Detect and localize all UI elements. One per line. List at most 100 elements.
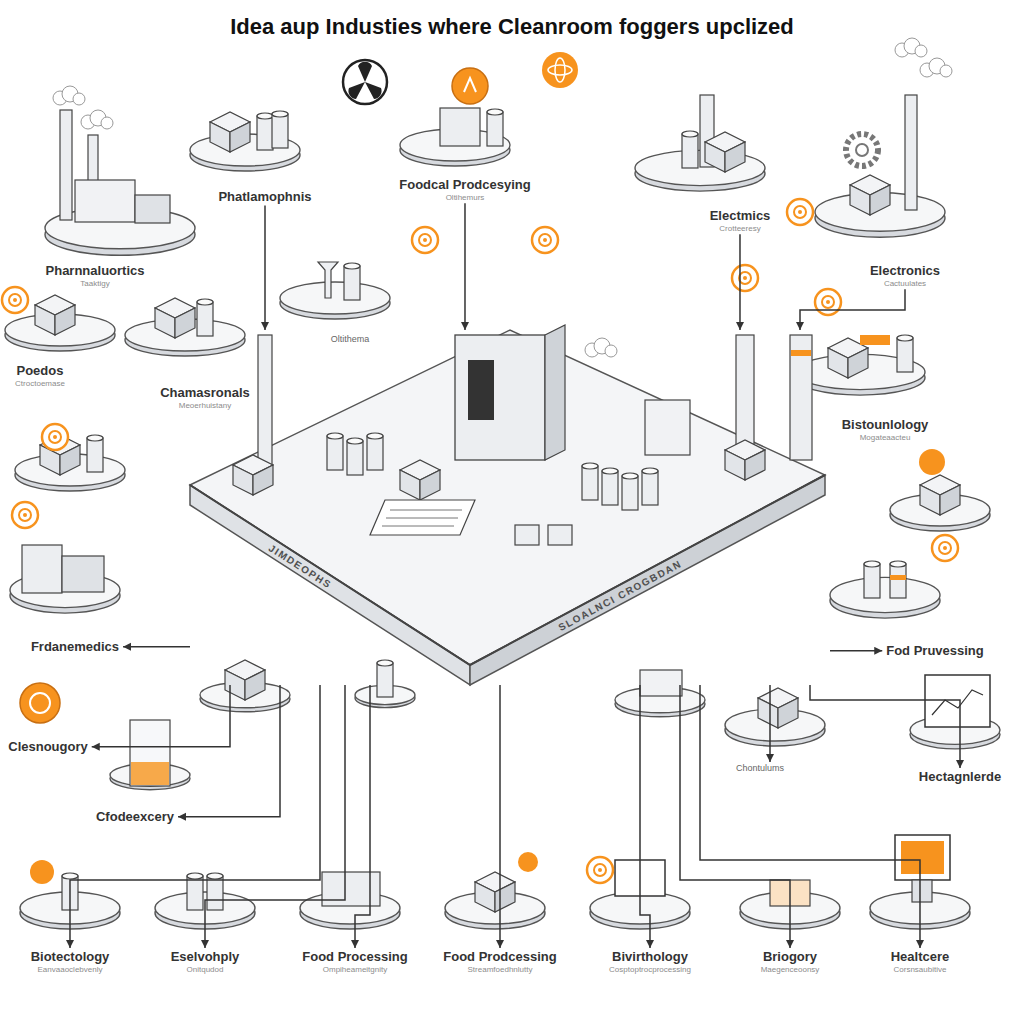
- tank: [257, 113, 273, 150]
- tank: [864, 561, 880, 598]
- platform-edge: [190, 475, 825, 665]
- node-subtitle: Cactuulates: [870, 279, 940, 289]
- chart-monitor: [925, 675, 990, 727]
- node-subtitle: Ctroctoemase: [15, 379, 65, 389]
- platform-outline: [190, 330, 830, 685]
- fan-icon: [343, 60, 387, 104]
- machine-block: [210, 112, 250, 152]
- connector: [830, 650, 882, 652]
- diagram-title: Idea aup Industies where Cleanroom fogge…: [0, 14, 1024, 40]
- node-title: Oltithema: [331, 334, 370, 345]
- disc: [830, 577, 940, 618]
- tower-side: [545, 325, 565, 460]
- industry-label: Oltithema: [327, 333, 374, 346]
- tall-tank: [736, 335, 754, 445]
- tank: [187, 873, 203, 910]
- industry-label: Frdanemedics: [27, 638, 123, 656]
- machine-block: [233, 455, 273, 495]
- tower: [455, 335, 545, 460]
- industry-label: Food ProdcessingStreamfoedhnlutty: [439, 948, 560, 975]
- node-title: Electmics: [710, 208, 771, 224]
- industry-label: ChamasronalsMeoerhuistany: [156, 384, 254, 411]
- tank: [602, 468, 618, 505]
- node-title: Foodcal Prodcesying: [399, 177, 530, 193]
- tank: [197, 299, 213, 336]
- node-title: Bistounlology: [842, 417, 929, 433]
- node-title: Chamasronals: [160, 385, 250, 401]
- laptop: [640, 670, 682, 696]
- orange-stripe: [791, 350, 811, 356]
- node-subtitle: Maegenceoonsy: [761, 965, 820, 975]
- node-title: Food Prodcessing: [443, 949, 556, 965]
- connector: [70, 685, 320, 948]
- chimney: [905, 95, 917, 210]
- flask: [318, 262, 338, 298]
- platform-side: [470, 475, 825, 685]
- orange-badge: [787, 199, 813, 225]
- connector: [700, 685, 920, 948]
- orange-badge: [532, 227, 558, 253]
- lamp-stand: [440, 108, 480, 146]
- connector: [680, 685, 790, 948]
- tank: [207, 873, 223, 910]
- tank: [682, 131, 698, 168]
- smoke-puff: [895, 38, 927, 57]
- disc: [280, 282, 390, 319]
- node-title: Eselvohply: [171, 949, 240, 965]
- platform-label: SLOALNCI CROGBDAN: [557, 557, 684, 632]
- tank: [377, 660, 393, 697]
- gear-hub: [856, 144, 868, 156]
- orange-screen: [901, 841, 944, 874]
- connector: [123, 646, 190, 648]
- tank: [622, 473, 638, 510]
- machine-block: [225, 660, 265, 700]
- atom-orbit: [548, 65, 572, 75]
- orange-liquid: [131, 762, 169, 785]
- orange-badge: [919, 449, 945, 475]
- machine-block: [705, 132, 745, 172]
- industry-label: Chontulums: [732, 762, 788, 775]
- chimney: [60, 110, 72, 220]
- orange-badge: [30, 860, 54, 884]
- node-title: Healtcere: [891, 949, 950, 965]
- orange-badge: [587, 857, 613, 883]
- globe-mark: [30, 693, 50, 713]
- bulb-filament: [464, 78, 476, 92]
- node-title: Cfodeexcery: [96, 809, 174, 825]
- connector: [205, 685, 345, 948]
- smoke-puff: [920, 58, 952, 77]
- monitor: [895, 835, 950, 880]
- node-subtitle: Crotteeresy: [710, 224, 771, 234]
- node-subtitle: Mogateaacteu: [842, 433, 929, 443]
- factory-hall: [75, 180, 135, 222]
- industry-label: Phatlamophnis: [214, 188, 315, 206]
- tank: [897, 335, 913, 372]
- connector: [810, 685, 960, 768]
- tank: [642, 468, 658, 505]
- node-title: Electronics: [870, 263, 940, 279]
- industry-label: Hectagnlerde: [915, 768, 1005, 786]
- tank: [347, 438, 363, 475]
- machine-block: [850, 175, 890, 215]
- document-sheet: [370, 500, 475, 535]
- node-title: Frdanemedics: [31, 639, 119, 655]
- platform-top: [190, 330, 825, 665]
- node-title: Hectagnlerde: [919, 769, 1001, 785]
- connector: [178, 685, 280, 817]
- atom-orbit: [555, 58, 565, 82]
- orange-badge: [2, 287, 28, 313]
- orange-badge: [42, 424, 68, 450]
- bulb-icon: [452, 68, 488, 104]
- connector: [769, 685, 771, 762]
- cabinet: [22, 545, 62, 593]
- orange-badge: [932, 535, 958, 561]
- industry-label: Clesnougory: [4, 738, 91, 756]
- node-subtitle: Meoerhuistany: [160, 401, 250, 411]
- machine-block: [155, 298, 195, 338]
- machine-block: [920, 475, 960, 515]
- industry-label: BriogoryMaegenceoonsy: [757, 948, 824, 975]
- tank: [327, 433, 343, 470]
- tank: [367, 433, 383, 470]
